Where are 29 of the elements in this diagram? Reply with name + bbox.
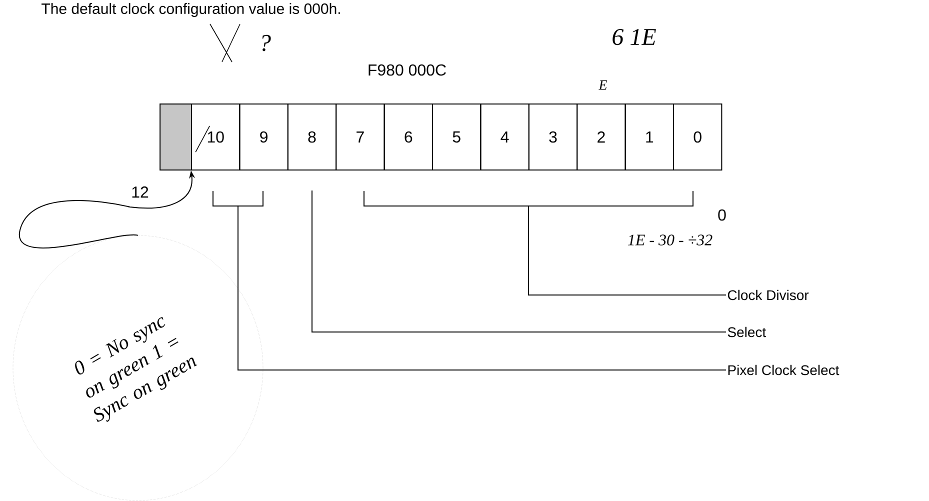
bit-cell: 9 [239, 104, 288, 170]
bracket [212, 190, 264, 206]
bit-cell: 7 [336, 104, 385, 170]
field-label: Clock Divisor [728, 290, 809, 300]
bit-cell: 1 [624, 104, 674, 170]
bit-cell: 4 [480, 104, 530, 170]
leader-line [238, 206, 726, 370]
handwritten-mark: ? [262, 34, 271, 52]
address-label: F980 000C [368, 64, 446, 76]
bit-cell: 5 [432, 104, 482, 170]
leader-line [312, 190, 726, 332]
field-label: Select [728, 326, 766, 338]
leader-line [528, 206, 726, 296]
field-label: Pixel Clock Select [728, 364, 840, 376]
handwritten-mark: 1E - 30 - ÷32 [628, 234, 712, 246]
edge-label: 12 [130, 185, 150, 199]
bit-cell: 6 [384, 104, 433, 170]
shaded-cell [160, 104, 192, 170]
address-label: 0 [718, 209, 726, 221]
bracket [364, 190, 694, 206]
bit-cell: 10 [191, 104, 240, 170]
handwritten-mark: E [598, 80, 608, 90]
bit-cell: 3 [528, 104, 578, 170]
handwritten-mark: 6 1E [612, 28, 656, 46]
bit-cell: 8 [287, 104, 337, 170]
handwritten-note: 0 = No sync on green 1 = Sync on green [12, 235, 264, 501]
bit-cell: 2 [576, 104, 626, 170]
bit-cell: 0 [673, 104, 722, 170]
heading: The default clock configuration value is 000h. [42, 3, 340, 17]
